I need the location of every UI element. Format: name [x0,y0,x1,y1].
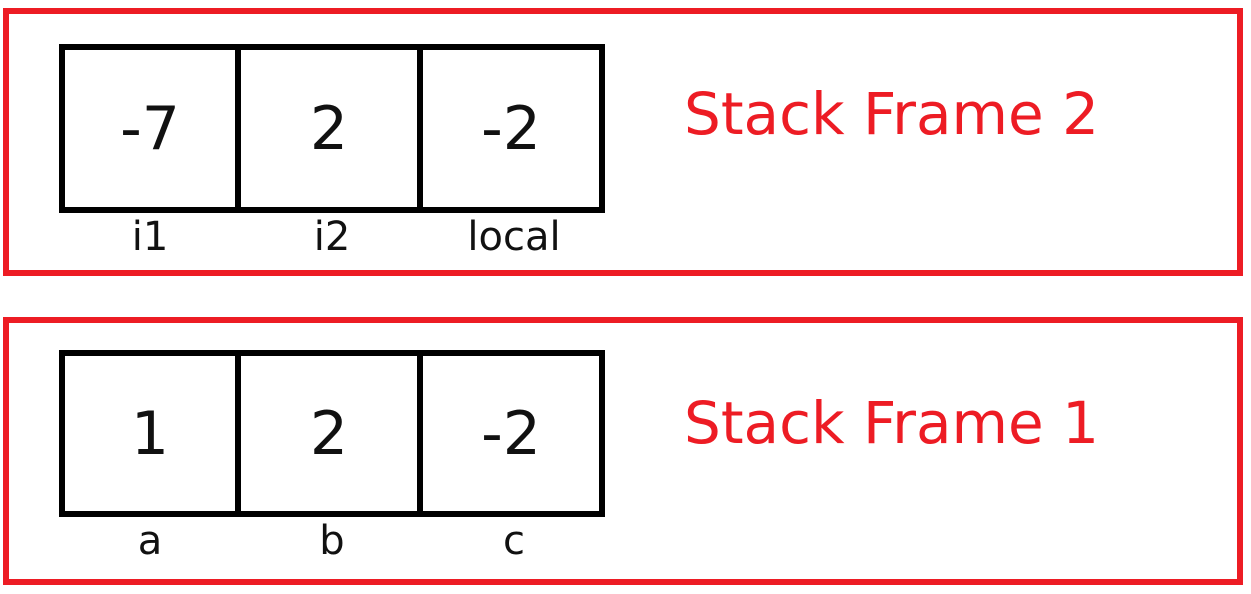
variable-cells: 1 a 2 b -2 c [59,350,605,563]
variable-cells: -7 i1 2 i2 -2 local [59,44,605,259]
variable-value: 2 [235,350,423,517]
variable-name: b [319,518,345,564]
variable-value: 2 [235,44,423,213]
variable-cell-b: 2 b [235,350,423,564]
variable-name: i1 [131,214,169,260]
variable-value: -2 [417,350,605,517]
frame-title: Stack Frame 2 [684,80,1100,148]
variable-value: 1 [59,350,241,517]
variable-name: a [137,518,163,564]
variable-cell-i2: 2 i2 [235,44,423,260]
variable-name: local [467,214,561,260]
variable-value: -2 [417,44,605,213]
frame-title: Stack Frame 1 [684,389,1100,457]
variable-cell-local: -2 local [417,44,605,260]
variable-cell-c: -2 c [417,350,605,564]
stack-frame-2: -7 i1 2 i2 -2 local Stack Frame 2 [3,8,1243,276]
variable-cell-a: 1 a [59,350,241,563]
variable-cell-i1: -7 i1 [59,44,241,259]
variable-name: i2 [313,214,351,260]
variable-name: c [503,518,525,564]
stack-frame-1: 1 a 2 b -2 c Stack Frame 1 [3,317,1243,585]
variable-value: -7 [59,44,241,213]
